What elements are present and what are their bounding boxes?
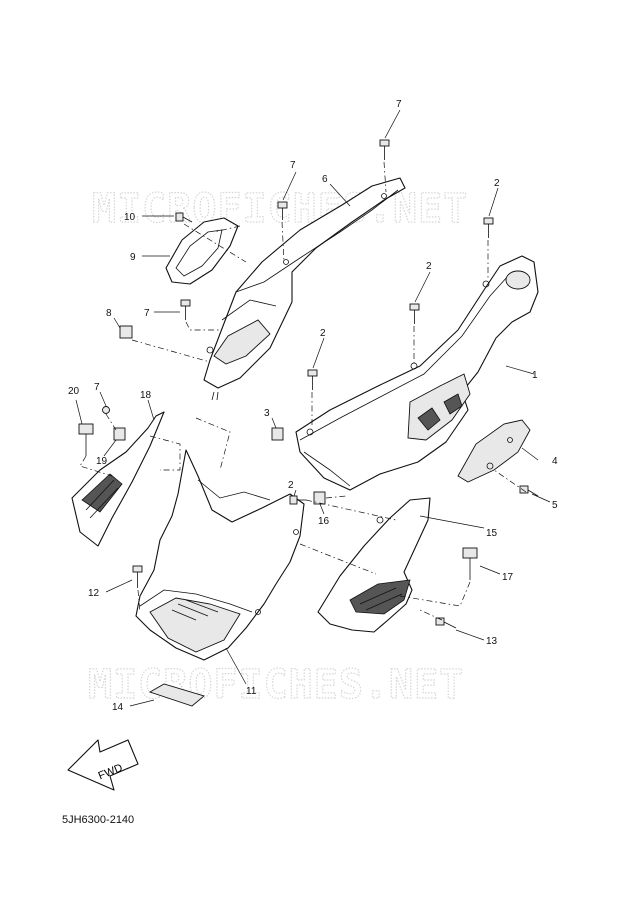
- callout-19: 19: [96, 456, 108, 467]
- bolt-20: [78, 423, 94, 456]
- side-cover-part-6: [203, 177, 406, 401]
- side-cover-part-1: [295, 255, 539, 491]
- reflector-part-4: [457, 419, 531, 483]
- callout-17: 17: [502, 572, 514, 583]
- leader-lines: [75, 109, 551, 707]
- callout-11: 11: [246, 686, 257, 697]
- watermark-bottom: MICROFICHES.NET: [88, 662, 464, 708]
- damper-part-14: [148, 683, 205, 707]
- callout-7-mid: 7: [290, 160, 296, 171]
- callout-4: 4: [552, 456, 558, 467]
- screw-7-left: [180, 299, 191, 320]
- cover-part-15: [317, 497, 431, 633]
- footrest-board-part-11: [135, 449, 305, 661]
- fwd-arrow-icon: FWD: [67, 739, 139, 791]
- callout-6: 6: [322, 174, 328, 185]
- callout-14: 14: [112, 702, 124, 713]
- callouts: 7 7 6 2 10 9 2 7 8 2 1 20 7 18 3 19 4 2 …: [68, 99, 558, 713]
- fasteners: [78, 139, 539, 629]
- callout-10: 10: [124, 212, 136, 223]
- screw-10: [175, 212, 193, 223]
- callout-1: 1: [532, 370, 538, 381]
- callout-2-a: 2: [494, 178, 500, 189]
- nut-16: [313, 491, 326, 505]
- screw-7-top: [379, 139, 390, 160]
- callout-18: 18: [140, 390, 152, 401]
- screw-2-a: [483, 217, 494, 238]
- screw-5: [519, 485, 539, 497]
- callout-7-top: 7: [396, 99, 402, 110]
- watermark-top: MICROFICHES.NET: [92, 186, 468, 232]
- callout-12: 12: [88, 588, 100, 599]
- callout-5: 5: [552, 500, 558, 511]
- callout-7-small: 7: [94, 382, 100, 393]
- callout-2-b: 2: [426, 261, 432, 272]
- callout-13: 13: [486, 636, 498, 647]
- screw-2-d: [289, 495, 306, 505]
- grip-part-9: [165, 217, 239, 285]
- callout-16: 16: [318, 516, 330, 527]
- bolt-17: [462, 547, 478, 580]
- screw-13: [435, 617, 457, 629]
- assembly-lines: [79, 161, 527, 621]
- screw-7-small: [102, 406, 110, 414]
- callout-20: 20: [68, 386, 80, 397]
- nut-3: [271, 427, 284, 441]
- callout-9: 9: [130, 252, 136, 263]
- callout-7-left: 7: [144, 308, 150, 319]
- nut-8: [119, 325, 133, 339]
- callout-2-c: 2: [320, 328, 326, 339]
- screw-2-b: [409, 303, 420, 324]
- callout-8: 8: [106, 308, 112, 319]
- screw-2-c: [307, 369, 318, 390]
- screw-12: [132, 565, 143, 588]
- nut-19: [113, 427, 126, 441]
- diagram-code: 5JH6300-2140: [62, 814, 135, 826]
- cover-part-18: [71, 411, 165, 547]
- callout-3: 3: [264, 408, 270, 419]
- callout-15: 15: [486, 528, 498, 539]
- screw-7-mid: [277, 201, 288, 220]
- callout-2-d: 2: [288, 480, 294, 491]
